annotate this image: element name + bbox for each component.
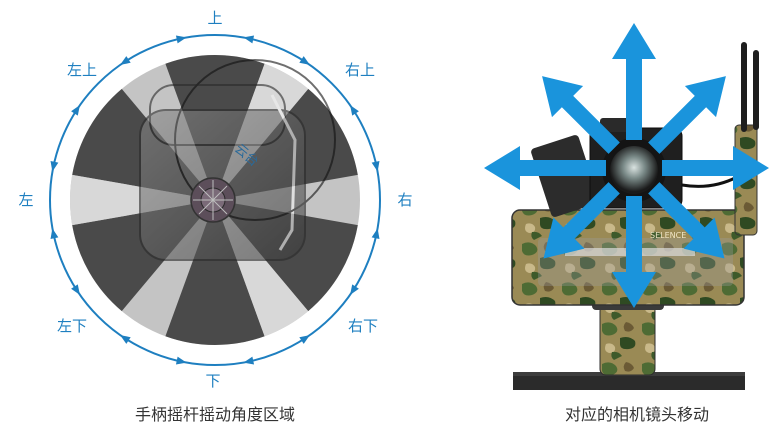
label-down: 下 [205,372,220,390]
label-down-left: 左下 [57,317,87,335]
label-right: 右 [397,191,412,209]
caption-joystick: 手柄摇杆摇动角度区域 [135,405,295,424]
arrow-up-right [648,76,726,154]
antenna-1 [741,42,747,132]
mount-base-plate [513,372,745,390]
arrow-down-left [543,182,620,259]
caption-camera: 对应的相机镜头移动 [565,405,709,424]
ring-arrowhead [371,228,380,240]
arrow-up-left [542,76,620,154]
ring-arrowhead [350,284,359,295]
direction-ring [49,34,381,366]
arrow-right [662,146,769,190]
mount-pedestal [599,304,656,376]
arrow-up [612,23,656,140]
ring-arrowhead [299,56,310,65]
camera-lens-glass [610,146,658,194]
label-up-right: 右上 [345,61,375,79]
ring-arrowhead [50,228,59,240]
camera-diagram: SELENCE [484,23,769,390]
arrow-down [612,196,656,308]
ring-arrowhead [299,335,310,344]
ring-arrowheads [50,35,380,365]
ring-arrowhead [120,56,131,65]
ring-arrowhead [71,105,80,116]
antenna-2 [753,50,759,130]
brand-text: SELENCE [650,231,686,240]
ring-arrowhead [243,356,255,365]
ring-arrowhead [120,335,131,344]
ring-arrowhead [175,356,187,365]
joystick-knob-lines [193,180,233,220]
movement-arrows [484,23,769,308]
arrow-down-right [648,182,725,259]
camera-cable [681,175,738,188]
ring-arrowhead [243,35,255,44]
arrow-left [484,146,606,190]
label-down-right: 右下 [348,317,378,335]
label-up-left: 左上 [67,61,97,79]
ring-arrowhead [71,284,80,295]
ring-arrowhead [371,160,380,172]
joystick-zone-diagram: 云台 上 右上 右 右下 下 左下 左 左上 [18,9,412,390]
label-left: 左 [18,191,33,209]
ring-arrowhead [175,35,187,44]
zone-sector-dark [165,200,265,345]
ring-arrowhead [50,160,59,172]
ring-arrowhead [350,105,359,116]
label-up: 上 [207,9,222,27]
